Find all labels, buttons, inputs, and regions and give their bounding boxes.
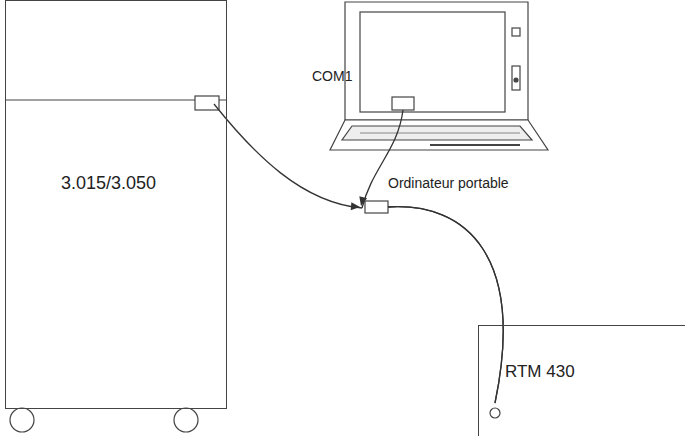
equipment-box: 3.015/3.050 [5, 0, 227, 409]
wheel [10, 408, 34, 432]
cabinet-connector [195, 96, 219, 110]
device-label: 3.015/3.050 [61, 173, 156, 194]
port-label: COM1 [312, 68, 352, 84]
cabinet-divider [5, 99, 226, 100]
y-connector [365, 201, 388, 213]
wheel [174, 408, 198, 432]
laptop-drawing [330, 2, 548, 150]
laptop-node: Ordinateur portable [300, 0, 570, 205]
com-port [392, 97, 414, 110]
cable [359, 110, 503, 403]
equipment-box: RTM 430 [478, 325, 685, 436]
rtm-socket [490, 408, 500, 418]
device-label: RTM 430 [505, 362, 575, 382]
cable [214, 104, 503, 403]
device-caption: Ordinateur portable [388, 175, 509, 191]
